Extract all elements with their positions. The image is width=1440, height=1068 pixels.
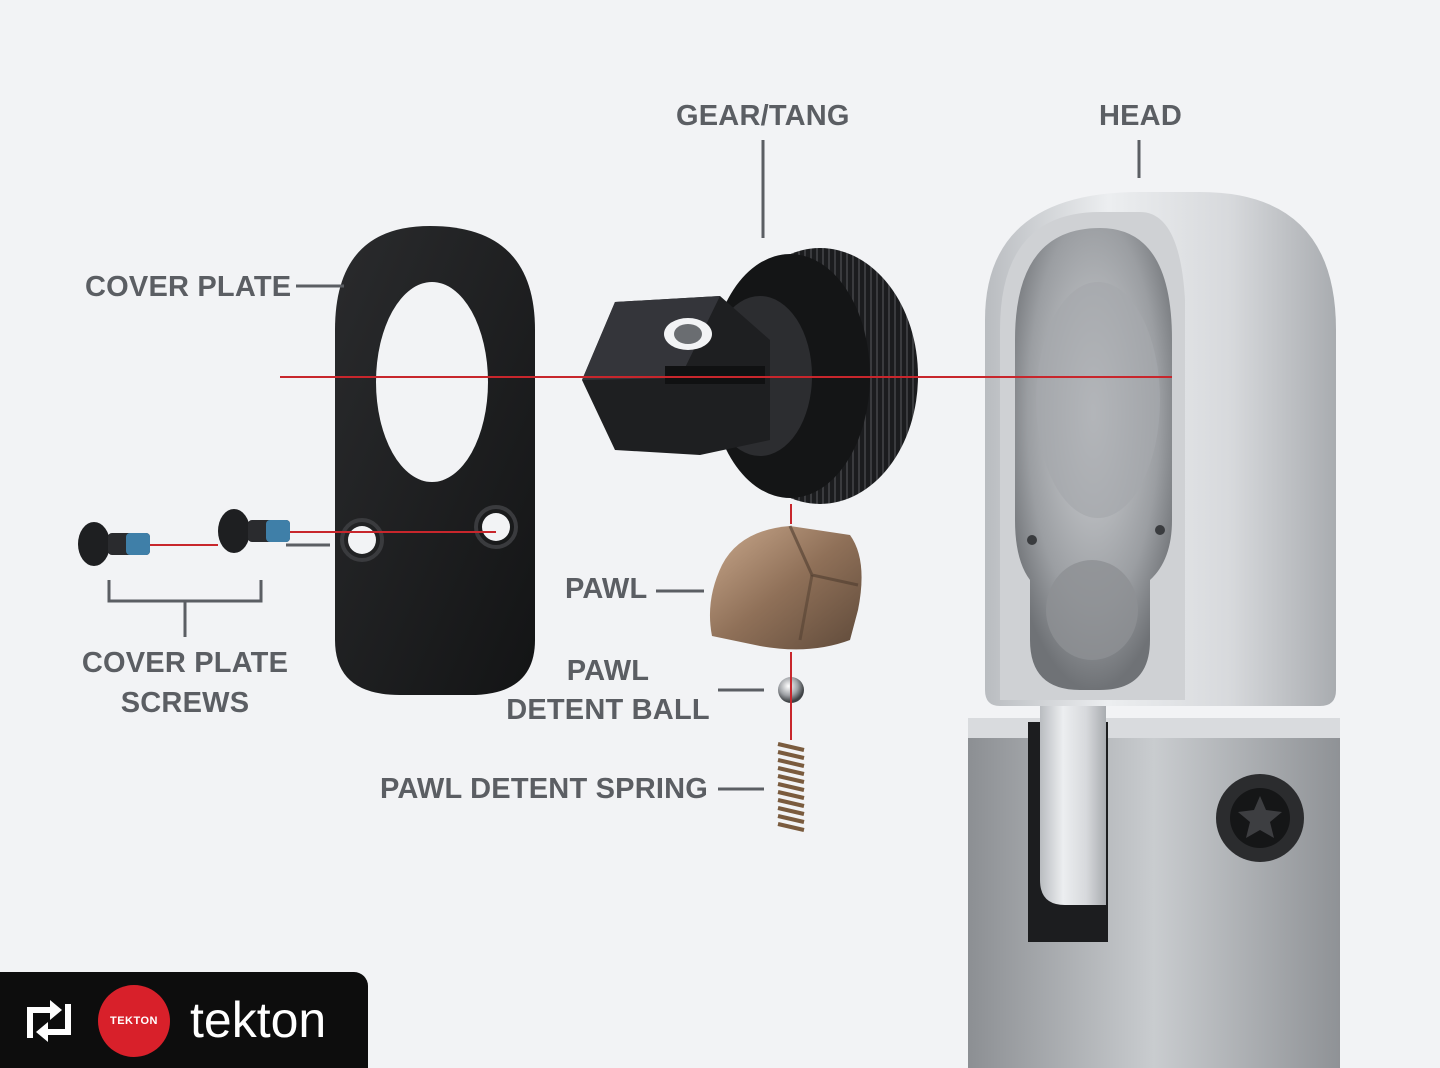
label-cover-plate-screws-line1: COVER PLATE [81,647,289,679]
label-pawl: PAWL [565,573,648,605]
label-head: HEAD [1099,100,1182,132]
handle-block [968,718,1340,1068]
label-cover-plate: COVER PLATE [85,271,292,303]
label-pawl-detent-spring: PAWL DETENT SPRING [380,773,708,805]
screws-bracket [107,580,263,603]
repost-icon [27,1000,71,1042]
cover-plate-hole [376,282,488,482]
repost-badge[interactable]: TEKTON tekton [0,972,368,1068]
alignment-axes [150,376,1172,740]
leader-lines [107,140,1141,791]
brand-name: tekton [190,992,327,1048]
head-part [968,192,1340,1068]
cover-plate-screw-2 [218,509,290,553]
tekton-logo: TEKTON [98,985,170,1057]
label-pawl-detent-ball-line1: PAWL [566,655,650,687]
pawl-part [709,525,862,650]
detent-spring [777,742,805,832]
cover-plate-screw-1 [78,522,150,566]
head-tongue [1040,700,1106,905]
label-cover-plate-screws-line2: SCREWS [120,687,250,719]
pawl-body [709,526,862,650]
label-gear-tang: GEAR/TANG [676,100,850,132]
cover-plate-part [335,226,535,695]
label-pawl-detent-ball-line2: DETENT BALL [506,694,710,726]
tekton-logo-text: TEKTON [109,1015,159,1027]
